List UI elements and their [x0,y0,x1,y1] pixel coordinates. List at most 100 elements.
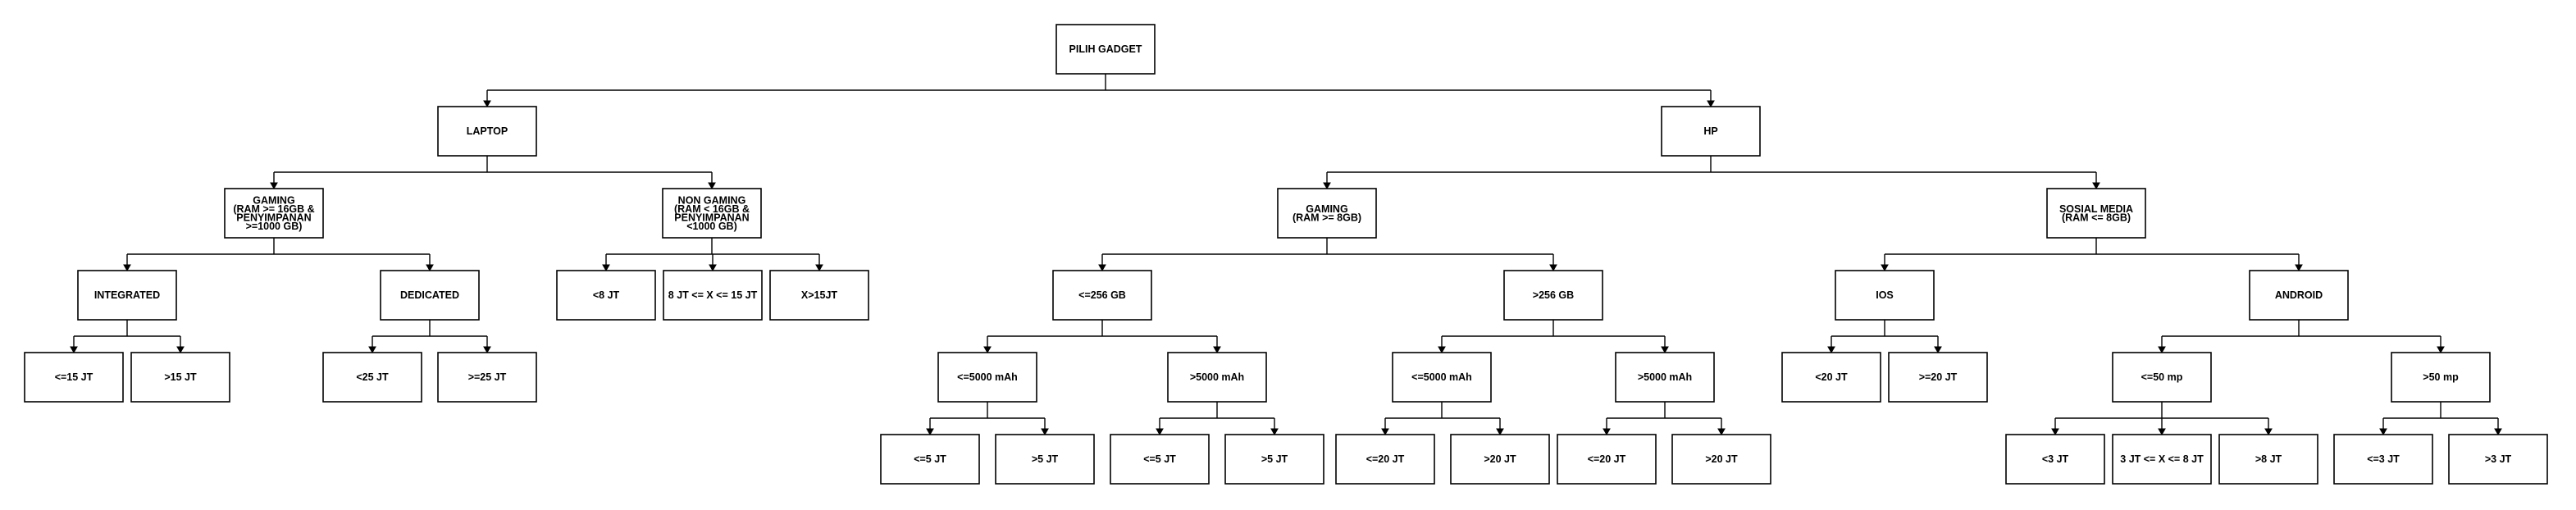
arrowhead-icon [2051,428,2059,436]
node-label: <=15 JT [55,371,93,383]
edge-hg-le256 [983,320,1221,354]
arrowhead-icon [270,182,278,190]
node-box [1503,270,1603,321]
node-a2-le5: <=5 JT [1110,434,1210,485]
edge-trunk [1442,320,1665,337]
node-integrated: INTEGRATED [77,270,177,321]
node-box [322,352,422,403]
node-box [1615,352,1715,403]
node-label: DEDICATED [400,289,459,301]
arrowhead-icon [1438,346,1446,354]
edge-integrated [70,320,185,354]
node-laptop-gaming: GAMING(RAM >= 16GB &PENYIMPANAN>=1000 GB… [224,188,324,239]
node-label: <=20 JT [1588,453,1626,465]
edge-trunk [127,238,430,255]
arrowhead-icon [1707,100,1715,108]
edge-trunk [2162,320,2441,337]
node-c2-gt3: >3 JT [2448,434,2548,485]
node-box [1052,270,1152,321]
node-laptop: LAPTOP [437,106,537,157]
edge-trunk [1385,402,1500,419]
node-a2-gt5: >5 JT [1224,434,1324,485]
arrowhead-icon [2379,428,2387,436]
arrowhead-icon [1881,264,1889,272]
node-label: <25 JT [356,371,389,383]
edge-and-gt50 [2379,402,2502,436]
node-a1-gt5: >5 JT [995,434,1095,485]
node-label: HP [1703,125,1717,137]
arrowhead-icon [602,264,610,272]
arrowhead-icon [1270,428,1279,436]
node-label: >=25 JT [468,371,507,383]
node-label: 8 JT <= X <= 15 JT [668,289,758,301]
node-box [995,434,1095,485]
edge-root [483,74,1715,108]
arrowhead-icon [1717,428,1726,436]
node-a1-le5: <=5 JT [880,434,980,485]
node-box [2112,352,2212,403]
node-label: >=1000 GB) [246,221,303,232]
node-b2-gt20: >20 JT [1671,434,1771,485]
node-box [2046,188,2146,239]
node-box [769,270,869,321]
node-box [437,106,537,157]
node-ios-ge20: >=20 JT [1888,352,1988,403]
node-label: <=256 GB [1078,289,1126,301]
edge-trunk [606,238,819,255]
edge-b-le5000 [1381,402,1504,436]
node-label: IOS [1876,289,1894,301]
edge-a-gt5000 [1156,402,1279,436]
tree-edges [70,74,2502,436]
arrowhead-icon [926,428,934,436]
node-box [224,188,324,239]
arrowhead-icon [2494,428,2502,436]
arrowhead-icon [70,346,78,354]
edge-laptop-gaming [123,238,434,272]
node-box [2391,352,2491,403]
node-box [2005,434,2105,485]
node-root: PILIH GADGET [1055,24,1156,75]
node-label: GAMING [253,194,294,206]
node-laptop-nongaming: NON GAMING(RAM < 16GB &PENYIMPANAN<1000 … [662,188,762,239]
node-box [1167,352,1267,403]
node-label: <=20 JT [1366,453,1405,465]
node-label: >20 JT [1705,453,1738,465]
arrowhead-icon [709,264,717,272]
node-a-gt5000: >5000 mAh [1167,352,1267,403]
node-b-le5000: <=5000 mAh [1392,352,1492,403]
node-label: >15 JT [164,371,197,383]
edge-trunk [274,156,712,173]
node-label: 3 JT <= X <= 8 JT [2120,453,2204,465]
node-label: <3 JT [2042,453,2069,465]
arrowhead-icon [1213,346,1221,354]
node-box [937,352,1037,403]
node-box [130,352,230,403]
node-hp-gaming: GAMING(RAM >= 8GB) [1277,188,1377,239]
node-a-le5000: <=5000 mAh [937,352,1037,403]
node-box [1277,188,1377,239]
arrowhead-icon [1827,346,1835,354]
node-ng-8to15: 8 JT <= X <= 15 JT [663,270,763,321]
node-b1-gt20: >20 JT [1450,434,1550,485]
node-and-gt50: >50 mp [2391,352,2491,403]
node-box [663,270,763,321]
node-int-gt15: >15 JT [130,352,230,403]
node-label: >256 GB [1533,289,1574,301]
arrowhead-icon [708,182,716,190]
node-box [1224,434,1324,485]
node-b2-le20: <=20 JT [1557,434,1657,485]
node-int-le15: <=15 JT [24,352,124,403]
tree-nodes: PILIH GADGET LAPTOP HP GAMING(RAM >= 16GB &… [24,24,2548,485]
node-box [1671,434,1771,485]
arrowhead-icon [1934,346,1942,354]
edge-b-gt5000 [1603,402,1726,436]
node-ded-ge25: >=25 JT [437,352,537,403]
node-label: LAPTOP [467,125,508,137]
arrowhead-icon [1381,428,1389,436]
node-label: <=5 JT [914,453,946,465]
node-box [1835,270,1935,321]
arrowhead-icon [483,100,491,108]
node-hg-le256: <=256 GB [1052,270,1152,321]
arrowhead-icon [815,264,823,272]
